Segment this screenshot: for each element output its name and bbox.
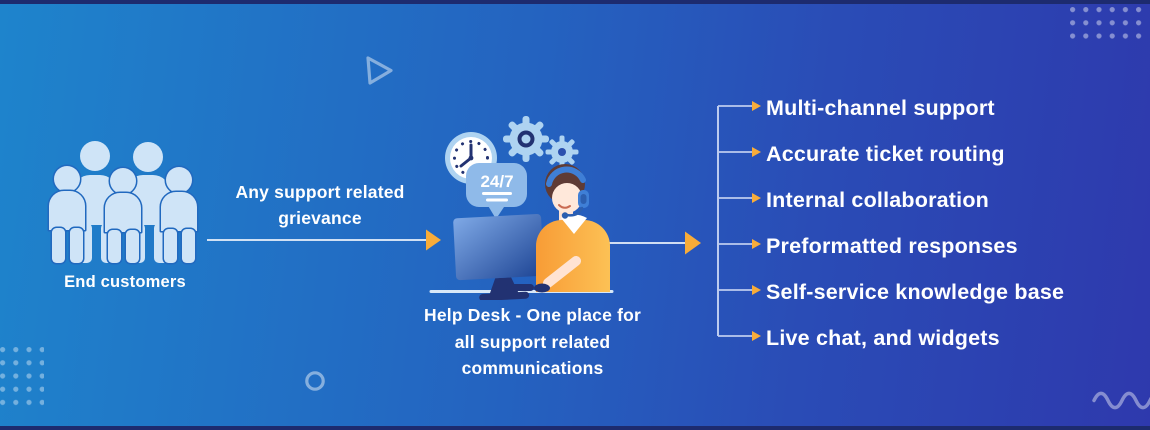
feature-item: Multi-channel support xyxy=(766,96,995,120)
feature-tree-branches xyxy=(718,105,752,337)
triangle-outline-icon xyxy=(366,56,393,85)
circle-outline-icon xyxy=(305,371,325,391)
bottom-edge-bar xyxy=(0,426,1150,430)
headset-mic xyxy=(561,212,569,219)
badge-24-7: 24/7 xyxy=(480,172,513,191)
chat-bubble-icon: 24/7 xyxy=(466,163,527,219)
arrowhead-icon xyxy=(685,231,701,255)
person-icon xyxy=(47,164,87,265)
grievance-label: Any support related grievance xyxy=(235,182,405,228)
headset-band xyxy=(546,166,586,187)
branch-arrowhead-icons xyxy=(752,101,761,341)
agent-smile xyxy=(558,204,571,209)
customers-label: End customers xyxy=(64,273,186,291)
customers-group-icon xyxy=(47,141,199,265)
keyboard xyxy=(506,284,534,291)
agent-arm xyxy=(543,256,581,288)
helpdesk-caption: Help Desk - One place for all support re… xyxy=(423,305,641,378)
agent-collar xyxy=(561,214,587,234)
wave-icon xyxy=(1092,391,1150,410)
person-icon xyxy=(103,166,143,265)
gears-icon xyxy=(503,116,579,169)
top-edge-bar xyxy=(0,0,1150,4)
feature-list: Multi-channel support Accurate ticket ro… xyxy=(766,85,1064,361)
mouse xyxy=(534,283,550,293)
feature-item: Preformatted responses xyxy=(766,234,1018,258)
person-icon xyxy=(159,165,199,265)
support-agent-icon xyxy=(506,164,610,293)
feature-item: Internal collaboration xyxy=(766,188,990,212)
feature-item: Accurate ticket routing xyxy=(766,142,1005,166)
dot-grid-bottom-left xyxy=(0,346,44,406)
helpdesk-illustration: 24/7 xyxy=(429,116,614,300)
feature-item: Self-service knowledge base xyxy=(766,280,1065,304)
dot-grid-top-right xyxy=(1069,6,1145,42)
monitor-icon xyxy=(453,214,544,300)
feature-item: Live chat, and widgets xyxy=(766,326,1000,350)
